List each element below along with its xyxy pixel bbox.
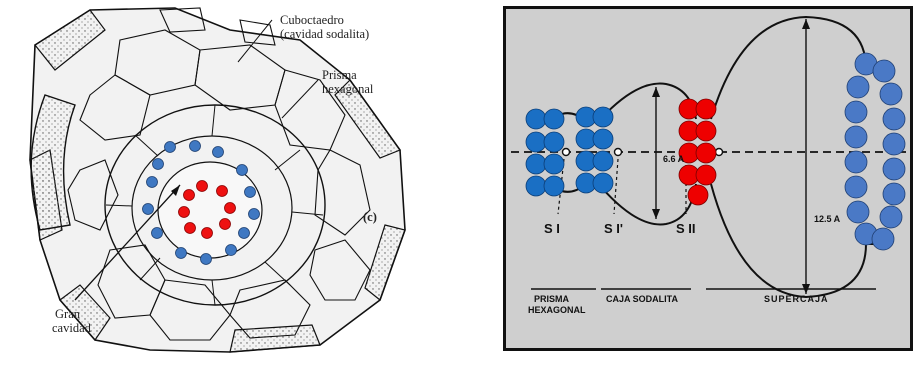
red-atoms [679, 99, 716, 205]
faujasite-structure-figure: Cuboctaedro (cavidad sodalita) Prisma he… [0, 0, 447, 360]
site-s2: S II [676, 221, 696, 236]
dimension-large: 12.5 A [814, 214, 840, 224]
prism-atoms-right [576, 107, 613, 193]
label-gran: Gran [55, 307, 80, 321]
cage-cross-section-figure: 6.6 A 12.5 A S I S I' S II PRISMA HEXAGO… [503, 6, 913, 351]
label-cavidad-sodalita: (cavidad sodalita) [280, 27, 369, 41]
dimension-small: 6.6 A [663, 154, 684, 164]
label-prisma: PRISMA [534, 294, 569, 304]
site-s1-prime: S I' [604, 221, 623, 236]
label-cuboctaedro: Cuboctaedro [280, 13, 344, 27]
label-hexagonal: HEXAGONAL [528, 305, 586, 315]
label-cavidad: cavidad [52, 321, 91, 335]
label-hexagonal: hexagonal [322, 82, 373, 96]
faujasite-cage-drawing [0, 0, 447, 360]
label-supercaja: SUPERCAJA [764, 294, 829, 304]
panel-letter: (c) [363, 210, 377, 224]
label-prisma: Prisma [322, 68, 357, 82]
label-caja-sodalita: CAJA SODALITA [606, 294, 678, 304]
site-s1: S I [544, 221, 560, 236]
